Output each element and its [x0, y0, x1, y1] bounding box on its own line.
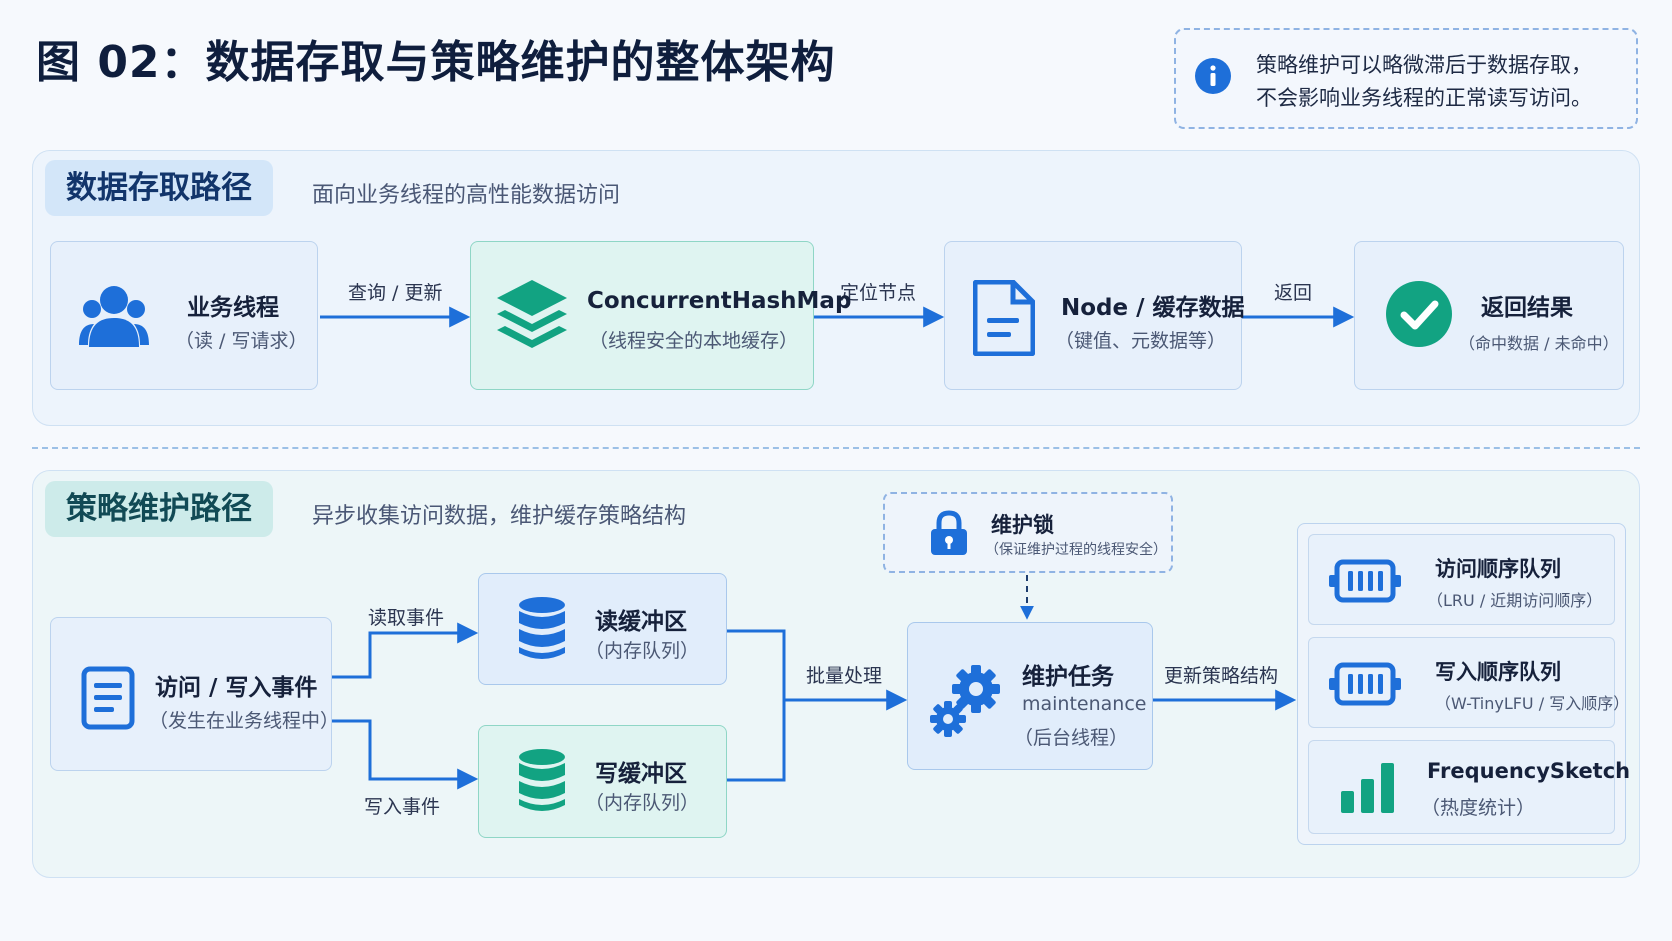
access-order-queue-item: 访问顺序队列 （LRU / 近期访问顺序） [1308, 534, 1615, 625]
node-title: 维护任务 [1022, 664, 1114, 690]
node-subtitle: （发生在业务线程中） [149, 710, 340, 732]
structure-title: 写入顺序队列 [1435, 660, 1561, 684]
users-icon [79, 286, 149, 347]
structure-subtitle: （LRU / 近期访问顺序） [1427, 591, 1603, 610]
frequency-sketch-item: FrequencySketch （热度统计） [1308, 740, 1630, 834]
edge-label-return: 返回 [1274, 282, 1313, 304]
node-cache-data-node: Node / 缓存数据 （键值、元数据等） [944, 241, 1245, 390]
edge-read-buffer-merge [727, 629, 786, 700]
write-buffer-node: 写缓冲区 （内存队列） [478, 725, 727, 838]
node-subtitle: （内存队列） [585, 792, 700, 814]
info-note-box [1174, 28, 1638, 129]
policy-structures-box: 访问顺序队列 （LRU / 近期访问顺序） 写入顺序队列 （W-TinyLFU … [1297, 523, 1630, 845]
node-title: 返回结果 [1481, 295, 1573, 321]
database-icon [519, 749, 565, 811]
edge-read-event-arrow [332, 622, 479, 679]
structure-title: 访问顺序队列 [1435, 557, 1561, 581]
business-thread-node: 业务线程 （读 / 写请求） [50, 241, 318, 390]
node-title: 读缓冲区 [595, 609, 687, 635]
maintenance-lock-box: 维护锁 （保证维护过程的线程安全） [883, 492, 1173, 573]
maintenance-path-tag: 策略维护路径 [45, 481, 273, 537]
node-subtitle: （读 / 写请求） [175, 330, 308, 352]
edge-write-buffer-merge [727, 700, 786, 782]
node-title: 写缓冲区 [595, 761, 687, 787]
maintenance-task-node: 维护任务 maintenance （后台线程） [907, 622, 1153, 770]
access-write-event-node: 访问 / 写入事件 （发生在业务线程中） [50, 617, 339, 771]
access-path-description: 面向业务线程的高性能数据访问 [312, 183, 621, 208]
node-subtitle: （内存队列） [585, 640, 700, 662]
node-name: maintenance [1022, 693, 1147, 715]
structure-subtitle: （热度统计） [1421, 797, 1536, 819]
edge-label-locate-node: 定位节点 [840, 282, 917, 304]
database-icon [519, 597, 565, 659]
node-subtitle: （后台线程） [1014, 727, 1129, 749]
edge-write-event-arrow [332, 719, 479, 790]
gears-icon [930, 665, 1000, 737]
section-divider [32, 447, 1640, 449]
read-buffer-node: 读缓冲区 （内存队列） [478, 573, 727, 685]
page-title: 图 02：数据存取与策略维护的整体架构 [36, 37, 836, 88]
node-subtitle: （键值、元数据等） [1055, 330, 1227, 352]
edge-label-read-event: 读取事件 [368, 607, 445, 629]
edge-label-update-structure: 更新策略结构 [1164, 665, 1279, 687]
document-icon [973, 280, 1035, 356]
node-title: ConcurrentHashMap [587, 288, 852, 314]
queue-icon [1329, 662, 1401, 706]
maintenance-path-description: 异步收集访问数据，维护缓存策略结构 [312, 504, 687, 529]
lock-title: 维护锁 [991, 513, 1054, 537]
queue-icon [1329, 559, 1401, 603]
write-order-queue-item: 写入顺序队列 （W-TinyLFU / 写入顺序） [1308, 637, 1629, 728]
lock-icon [931, 510, 967, 555]
info-note-line-2: 不会影响业务线程的正常读写访问。 [1256, 86, 1592, 110]
info-note-text: 策略维护可以略微滞后于数据存取， 不会影响业务线程的正常读写访问。 [1256, 49, 1592, 115]
info-note-line-1: 策略维护可以略微滞后于数据存取， [1256, 53, 1592, 77]
node-title: 业务线程 [187, 295, 279, 321]
edge-label-query-update: 查询 / 更新 [348, 282, 443, 304]
list-document-icon [81, 666, 135, 730]
edge-label-batch-process: 批量处理 [806, 665, 883, 687]
concurrent-hashmap-node: ConcurrentHashMap （线程安全的本地缓存） [470, 241, 851, 390]
layers-icon [497, 280, 567, 348]
edge-label-write-event: 写入事件 [364, 796, 441, 818]
info-icon [1195, 58, 1231, 94]
bar-chart-icon [1341, 763, 1394, 813]
node-title: Node / 缓存数据 [1061, 295, 1245, 321]
structure-subtitle: （W-TinyLFU / 写入顺序） [1435, 694, 1630, 713]
node-title: 访问 / 写入事件 [155, 675, 318, 701]
node-subtitle: （线程安全的本地缓存） [589, 330, 799, 352]
access-path-tag: 数据存取路径 [45, 160, 273, 216]
return-result-node: 返回结果 （命中数据 / 未命中） [1354, 241, 1624, 390]
lock-subtitle: （保证维护过程的线程安全） [985, 542, 1167, 558]
structure-title: FrequencySketch [1427, 759, 1631, 783]
node-subtitle: （命中数据 / 未命中） [1459, 334, 1619, 353]
check-circle-icon [1386, 281, 1452, 347]
